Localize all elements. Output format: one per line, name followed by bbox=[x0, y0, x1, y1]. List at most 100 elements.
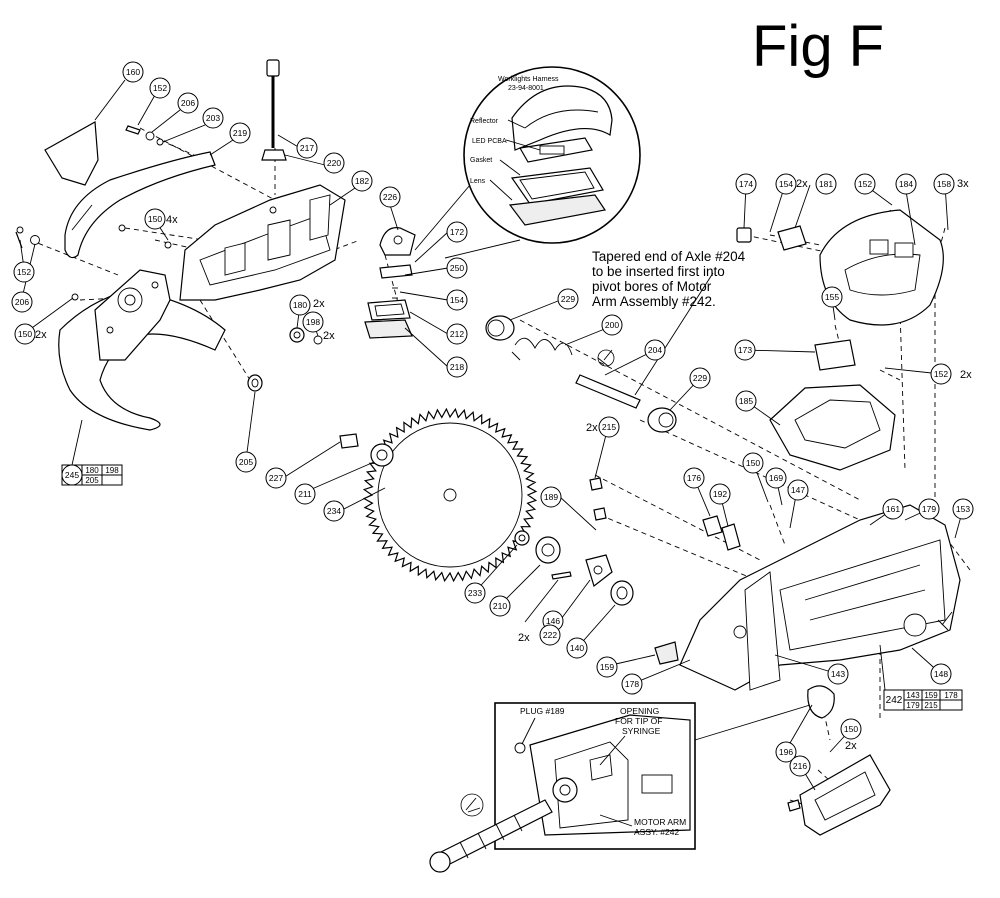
callout-148: 148 bbox=[930, 663, 952, 685]
svg-text:152: 152 bbox=[858, 179, 872, 189]
kit-242-cell: 143 bbox=[906, 691, 920, 700]
callout-192: 192 bbox=[709, 483, 731, 505]
callout-154: 154 bbox=[775, 173, 797, 195]
svg-text:220: 220 bbox=[327, 158, 341, 168]
svg-text:180: 180 bbox=[293, 300, 307, 310]
svg-text:152: 152 bbox=[153, 83, 167, 93]
note-line: Arm Assembly #242. bbox=[592, 294, 716, 309]
callout-176: 176 bbox=[683, 467, 705, 489]
note-line: Tapered end of Axle #204 bbox=[592, 249, 746, 264]
callout-160: 160 bbox=[122, 61, 144, 83]
qty-150-left: 2x bbox=[35, 329, 47, 341]
callout-222: 222 bbox=[539, 624, 561, 646]
svg-text:211: 211 bbox=[298, 489, 312, 499]
callout-234: 234 bbox=[323, 500, 345, 522]
svg-text:176: 176 bbox=[687, 473, 701, 483]
kit-242-cell: 215 bbox=[924, 701, 938, 710]
callout-152: 152 bbox=[854, 173, 876, 195]
upper-guard-182 bbox=[179, 184, 346, 301]
svg-text:178: 178 bbox=[625, 679, 639, 689]
svg-text:189: 189 bbox=[544, 492, 558, 502]
callout-229: 229 bbox=[557, 288, 579, 310]
svg-text:227: 227 bbox=[269, 473, 283, 483]
callout-220: 220 bbox=[323, 152, 345, 174]
svg-text:204: 204 bbox=[648, 345, 662, 355]
arbor-parts bbox=[339, 433, 679, 665]
kit-245-cell: 205 bbox=[85, 476, 99, 485]
callout-150: 150 bbox=[742, 452, 764, 474]
callout-226: 226 bbox=[379, 186, 401, 208]
inset-syringe-detail: PLUG #189 OPENING FOR TIP OF SYRINGE MOT… bbox=[429, 702, 811, 873]
handle-parts-right bbox=[702, 209, 944, 551]
quantity-labels: 4x 2x 2x 2x 2x 2x 2x 3x 2x 2x bbox=[35, 178, 972, 752]
svg-text:217: 217 bbox=[300, 143, 314, 153]
callout-159: 159 bbox=[596, 656, 618, 678]
callout-182: 182 bbox=[351, 170, 373, 192]
svg-text:219: 219 bbox=[233, 128, 247, 138]
callout-169: 169 bbox=[765, 467, 787, 489]
note-line: to be inserted first into bbox=[592, 264, 725, 279]
svg-text:229: 229 bbox=[693, 373, 707, 383]
opening-label-3: SYRINGE bbox=[622, 726, 661, 736]
guard-link-219 bbox=[64, 151, 216, 259]
opening-label-1: OPENING bbox=[620, 706, 659, 716]
shaft-217 bbox=[261, 59, 287, 161]
callout-200: 200 bbox=[601, 314, 623, 336]
callout-233: 233 bbox=[464, 582, 486, 604]
svg-text:160: 160 bbox=[126, 67, 140, 77]
svg-text:233: 233 bbox=[468, 588, 482, 598]
callout-158: 158 bbox=[933, 173, 955, 195]
svg-text:153: 153 bbox=[956, 504, 970, 514]
opening-label-2: FOR TIP OF bbox=[615, 716, 662, 726]
callout-211: 211 bbox=[294, 483, 316, 505]
svg-text:218: 218 bbox=[450, 362, 464, 372]
svg-text:185: 185 bbox=[739, 396, 753, 406]
svg-text:181: 181 bbox=[819, 179, 833, 189]
callout-206: 206 bbox=[177, 92, 199, 114]
svg-text:179: 179 bbox=[922, 504, 936, 514]
svg-text:154: 154 bbox=[450, 295, 464, 305]
svg-text:147: 147 bbox=[791, 485, 805, 495]
callout-140: 140 bbox=[566, 637, 588, 659]
small-screws-top bbox=[15, 125, 172, 301]
callout-178: 178 bbox=[621, 673, 643, 695]
callout-212: 212 bbox=[446, 323, 468, 345]
svg-text:150: 150 bbox=[18, 329, 32, 339]
svg-text:172: 172 bbox=[450, 227, 464, 237]
callout-179: 179 bbox=[918, 498, 940, 520]
label-plate-160 bbox=[44, 121, 99, 186]
callout-150: 150 bbox=[14, 323, 36, 345]
note-line: pivot bores of Motor bbox=[592, 279, 712, 294]
qty-198: 2x bbox=[323, 330, 335, 342]
svg-text:216: 216 bbox=[793, 761, 807, 771]
callout-227: 227 bbox=[265, 467, 287, 489]
svg-text:161: 161 bbox=[886, 504, 900, 514]
callout-150: 150 bbox=[840, 718, 862, 740]
callout-198: 198 bbox=[302, 311, 324, 333]
svg-text:140: 140 bbox=[570, 643, 584, 653]
axle-note: Tapered end of Axle #204 to be inserted … bbox=[592, 249, 792, 309]
callouts: 1601522062032192172201822261722501542122… bbox=[11, 61, 974, 777]
inset-lens-label: Lens bbox=[470, 178, 486, 185]
inset-harness-part: 23-94-8001 bbox=[508, 85, 544, 92]
callout-180: 180 bbox=[289, 294, 311, 316]
callout-210: 210 bbox=[489, 595, 511, 617]
motor-arm-242 bbox=[679, 504, 961, 719]
callout-218: 218 bbox=[446, 356, 468, 378]
callout-185: 185 bbox=[735, 390, 757, 412]
callout-216: 216 bbox=[789, 755, 811, 777]
bracket-216 bbox=[787, 754, 891, 836]
svg-text:245: 245 bbox=[65, 470, 79, 480]
svg-text:229: 229 bbox=[561, 294, 575, 304]
callout-184: 184 bbox=[895, 173, 917, 195]
callout-250: 250 bbox=[446, 257, 468, 279]
callout-152: 152 bbox=[13, 261, 35, 283]
callout-173: 173 bbox=[734, 339, 756, 361]
kit-242-cell: 159 bbox=[924, 691, 938, 700]
svg-text:210: 210 bbox=[493, 601, 507, 611]
inset-pcba-label: LED PCBA bbox=[472, 138, 507, 145]
pivot-parts-left bbox=[247, 327, 323, 392]
plug-label: PLUG #189 bbox=[520, 706, 565, 716]
qty-154: 2x bbox=[796, 178, 808, 190]
